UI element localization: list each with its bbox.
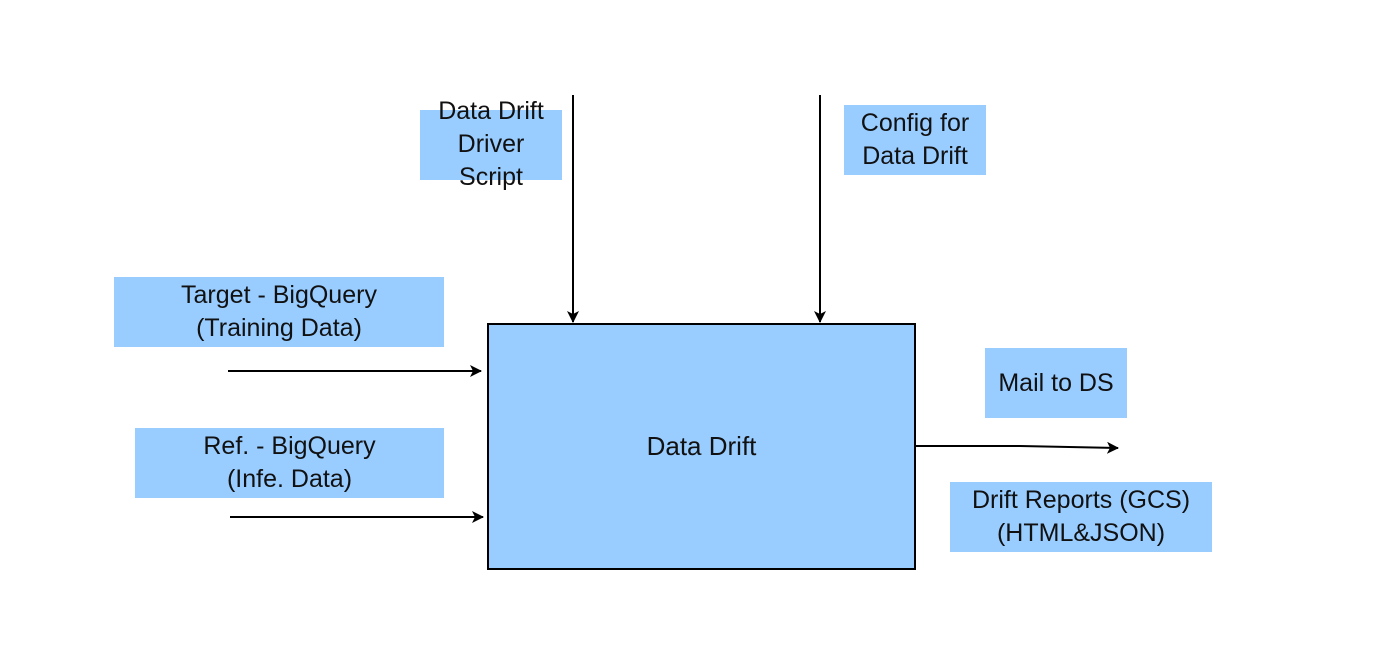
driver-script-line-3: Script: [459, 163, 523, 191]
target-bigquery-box: [114, 277, 444, 347]
mail-line-1: Mail to DS: [998, 368, 1114, 397]
config-line-2: Data Drift: [862, 142, 968, 170]
driver-script-box: [420, 110, 562, 180]
config-label: Config for Data Drift: [844, 105, 986, 175]
reports-line-1: Drift Reports (GCS): [971, 486, 1191, 514]
driver-script-line-1: Data Drift: [438, 97, 544, 125]
ref-line-1: Ref. - BigQuery: [203, 432, 376, 460]
ref-bigquery-label: Ref. - BigQuery (Infe. Data): [135, 428, 444, 498]
ref-line-2: (Infe. Data): [226, 465, 353, 493]
output-arrow: [915, 441, 1119, 454]
driver-script-label: Data Drift Driver Script: [420, 95, 562, 195]
driver-script-line-2: Driver: [457, 130, 525, 158]
target-line-2: (Training Data): [196, 314, 362, 342]
config-box: [844, 105, 986, 175]
reports-line-2: (HTML&JSON): [996, 519, 1166, 547]
target-bigquery-label: Target - BigQuery (Training Data): [114, 277, 444, 347]
data-drift-process-block: [487, 323, 916, 570]
config-line-1: Config for: [860, 109, 970, 137]
ref-bigquery-box: [135, 428, 444, 498]
drift-reports-box: [950, 482, 1212, 552]
mail-to-ds-box: [985, 348, 1127, 418]
target-line-1: Target - BigQuery: [181, 281, 377, 309]
drift-reports-label: Drift Reports (GCS) (HTML&JSON): [950, 482, 1212, 552]
data-drift-process-label: Data Drift: [646, 431, 757, 461]
mail-to-ds-label: Mail to DS: [985, 348, 1127, 418]
